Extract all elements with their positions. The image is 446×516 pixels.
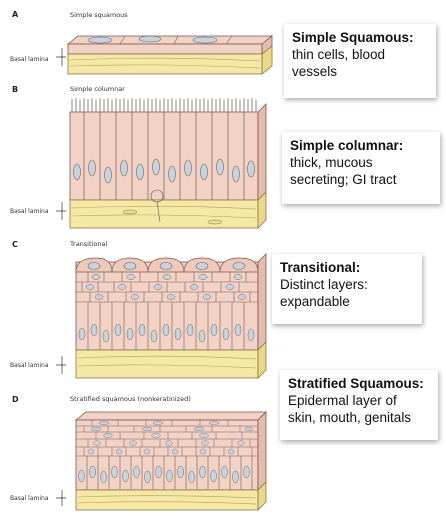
card-stratified-squamous: Stratified Squamous: Epidermal layer of … — [280, 370, 438, 440]
card-title: Transitional: — [280, 259, 416, 276]
card-description-line: thin cells, blood — [292, 46, 430, 63]
card-description-line: Distinct layers: — [280, 276, 416, 293]
tissue-illustration-d — [0, 0, 280, 516]
card-title: Simple columnar: — [290, 137, 434, 154]
card-title: Simple Squamous: — [292, 29, 430, 46]
card-description-line: Epidermal layer of — [288, 392, 432, 409]
card-description-line: skin, mouth, genitals — [288, 409, 432, 426]
card-simple-columnar: Simple columnar: thick, mucous secreting… — [282, 132, 440, 204]
card-description-line: vessels — [292, 63, 430, 80]
card-title: Stratified Squamous: — [288, 375, 432, 392]
card-description-line: thick, mucous — [290, 154, 434, 171]
card-simple-squamous: Simple Squamous: thin cells, blood vesse… — [284, 24, 436, 98]
card-transitional: Transitional: Distinct layers: expandabl… — [272, 254, 422, 324]
card-description-line: expandable — [280, 293, 416, 310]
card-description-line: secreting; GI tract — [290, 171, 434, 188]
